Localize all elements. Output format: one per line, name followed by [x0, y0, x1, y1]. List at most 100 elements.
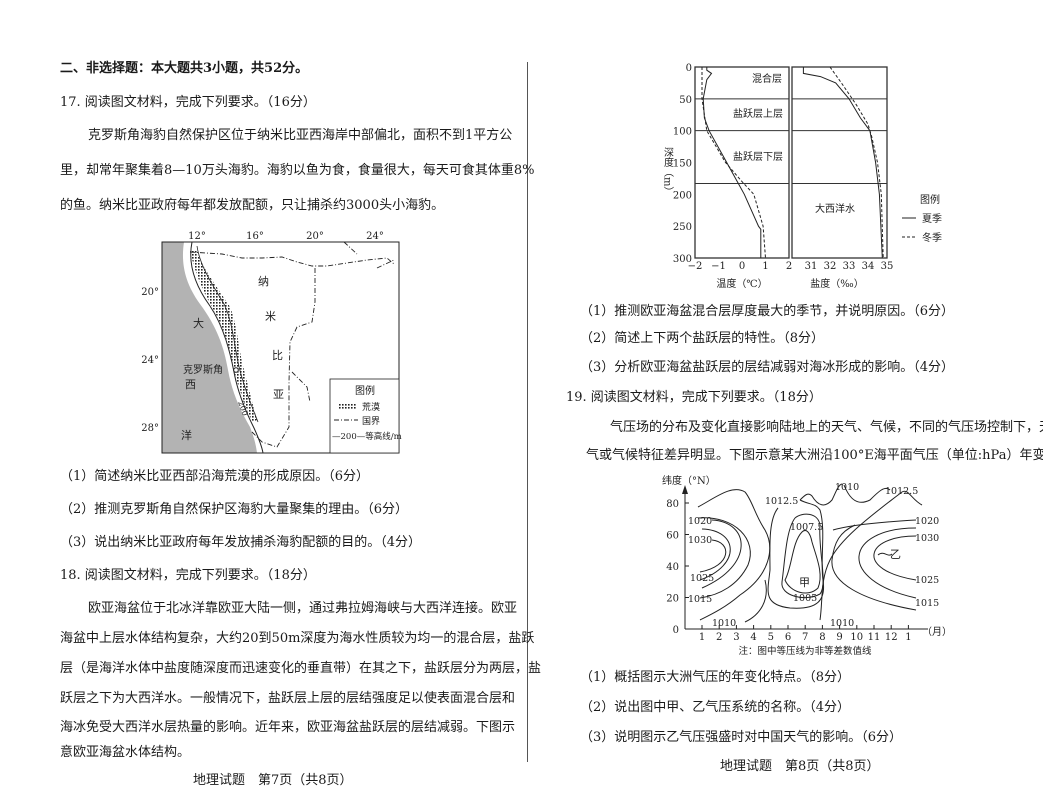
q19-question-1: （1）概括图示大洲气压的年变化特点。（8分） — [580, 670, 851, 685]
x-axis-label-salinity: 盐度（‰） — [810, 277, 863, 290]
lon-tick: 24° — [366, 231, 384, 242]
y-tick-label: 250 — [673, 222, 692, 233]
layer-label: 盐跃层上层 — [733, 107, 783, 120]
isobar-line — [819, 490, 923, 621]
map-legend-border: 国界 — [362, 416, 380, 427]
isobar-line — [699, 539, 727, 573]
q18-paragraph-line: 海冰免受大西洋水层热量的影响。近年来，欧亚海盆盐跃层的层结减弱。下图示 — [60, 720, 516, 735]
x-tick-label: 0 — [739, 261, 745, 272]
winter-curve — [701, 67, 766, 259]
ocean-area — [162, 242, 257, 453]
isobar-label: 1012.5 — [885, 486, 918, 497]
q19-paragraph-line: 气或气候特征差异明显。下图示意某大洲沿100°E海平面气压（单位:hPa）年变化… — [586, 448, 1043, 463]
q17-question-1: （1）简述纳米比亚西部沿海荒漠的形成原因。（6分） — [60, 469, 370, 484]
chart-legend-title: 图例 — [920, 193, 940, 206]
q17-paragraph-line: 的鱼。纳米比亚政府每年都发放配额，只让捕杀约3000头小海豹。 — [60, 198, 445, 213]
section-heading: 二、非选择题：本大题共3小题，共52分。 — [60, 61, 309, 76]
q19-paragraph-line: 气压场的分布及变化直接影响陆地上的天气、气候，不同的气压场控制下，天 — [610, 420, 1043, 435]
isobar-line — [784, 529, 821, 594]
map-label-atlantic: 洋 — [181, 428, 192, 442]
isobar-label: 1005 — [793, 593, 817, 604]
q18-question-3: （3）分析欧亚海盆盐跃层的层结减弱对海冰形成的影响。（4分） — [580, 360, 955, 375]
isobar-line — [877, 552, 893, 556]
winter-curve — [829, 66, 884, 259]
desert-area — [190, 250, 257, 422]
map-legend-desert: 荒漠 — [362, 402, 380, 413]
y-tick-label: 0 — [673, 625, 679, 636]
isobar-label: 1020 — [915, 516, 939, 527]
x-tick-label: 34 — [862, 261, 875, 272]
isobar-label: 1030 — [688, 535, 712, 546]
isobar-line — [699, 528, 731, 581]
q17-paragraph-line: 里，却常年聚集着8—10万头海豹。海豹以鱼为食，食量很大，每天可食其体重8% — [60, 163, 535, 178]
question-19-title: 19. 阅读图文材料，完成下列要求。（18分） — [566, 390, 822, 405]
latitude-axis-label: 纬度（°N） — [662, 474, 716, 487]
question-18-title: 18. 阅读图文材料，完成下列要求。（18分） — [60, 568, 316, 583]
isobar-label: 1015 — [915, 598, 939, 609]
legend-summer: 夏季 — [922, 213, 942, 225]
lon-tick: 16° — [246, 231, 264, 242]
x-axis-label-temp: 温度（℃） — [716, 277, 767, 290]
isobar-line — [873, 535, 917, 581]
map-frame — [161, 241, 400, 454]
y-tick-label: 0 — [686, 63, 692, 74]
map-label-namibia: 纳 — [258, 275, 269, 288]
y-tick-label: 60 — [666, 531, 679, 542]
chart-note: 注：图中等压线为非等差数值线 — [738, 645, 872, 657]
q18-paragraph-line: 跃层之下为大西洋水。一般情况下，盐跃层上层的层结强度足以使表面混合层和 — [60, 691, 516, 706]
q17-paragraph-line: 克罗斯角海豹自然保护区位于纳米比亚西海岸中部偏北，面积不到1平方公 — [88, 128, 513, 143]
summer-curve — [802, 67, 883, 259]
x-tick-label: 4 — [750, 632, 756, 643]
x-tick-label: −2 — [688, 261, 703, 272]
layer-label: 混合层 — [752, 72, 782, 85]
isobars — [697, 483, 923, 623]
contour-line-200 — [196, 245, 259, 423]
layer-label: 大西洋水 — [815, 202, 855, 215]
lat-tick: 24° — [141, 355, 159, 366]
question-17-title: 17. 阅读图文材料，完成下列要求。（16分） — [60, 95, 316, 110]
desert-legend-icon — [338, 403, 356, 409]
isobar-label: 1007.5 — [790, 522, 823, 533]
legend-winter: 冬季 — [922, 231, 942, 244]
isobar-line — [697, 489, 771, 621]
q18-paragraph-line: 层（是海洋水体中盐度随深度而迅速变化的垂直带）在其之下，盐跃层分为两层，盐 — [60, 661, 542, 676]
map-legend-title: 图例 — [355, 384, 375, 397]
x-tick-label: 1 — [905, 632, 911, 643]
x-tick-label: 9 — [836, 632, 842, 643]
x-tick-label: 33 — [843, 261, 856, 272]
chart-panel-frame — [791, 66, 888, 259]
namibia-map: 图例 荒漠 国界 —200—等高线/m 12° 16° 20° 24° 20° … — [141, 231, 402, 454]
isobar-line — [767, 499, 825, 609]
page-footer-left: 地理试题 第7页（共8页） — [193, 773, 353, 788]
x-tick-label: 12 — [885, 632, 898, 643]
isobar-label: 1010 — [835, 482, 859, 493]
x-tick-label: 8 — [819, 632, 825, 643]
x-tick-label: 2 — [786, 261, 792, 272]
isobar-label: 1020 — [688, 516, 712, 527]
map-label-namibia: 亚 — [273, 388, 284, 401]
x-tick-label: 10 — [850, 632, 863, 643]
x-tick-label: 2 — [716, 632, 722, 643]
x-tick-label: 35 — [881, 261, 894, 272]
isobar-label: 1010 — [830, 618, 854, 629]
isobar-line — [832, 519, 917, 531]
isobar-labels: 1012.5 1010 1012.5 1020 1007.5 1020 1030… — [688, 482, 939, 629]
column-divider — [527, 62, 528, 762]
q17-question-2: （2）推测克罗斯角自然保护区海豹大量聚集的理由。（6分） — [60, 502, 409, 517]
isobar-line — [831, 524, 917, 611]
x-tick-label: 3 — [733, 632, 739, 643]
x-tick-label: 32 — [824, 261, 837, 272]
x-tick-label: 11 — [868, 632, 881, 643]
map-label-atlantic: 大 — [193, 316, 204, 330]
q17-question-3: （3）说出纳米比亚政府每年发放捕杀海豹配额的目的。（4分） — [60, 535, 422, 550]
lon-tick: 20° — [306, 231, 324, 242]
isobar-line — [858, 527, 917, 599]
map-legend-contour: —200—等高线/m — [332, 431, 402, 442]
q19-question-2: （2）说出图中甲、乙气压系统的名称。（4分） — [580, 700, 851, 715]
q18-question-1: （1）推测欧亚海盆混合层厚度最大的季节，并说明原因。（6分） — [580, 304, 955, 319]
q19-question-3: （3）说明图示乙气压强盛时对中国天气的影响。（6分） — [580, 730, 903, 745]
chart-panel-frame — [694, 66, 790, 259]
system-jia: 甲 — [799, 576, 810, 589]
isobar-line — [799, 483, 843, 506]
